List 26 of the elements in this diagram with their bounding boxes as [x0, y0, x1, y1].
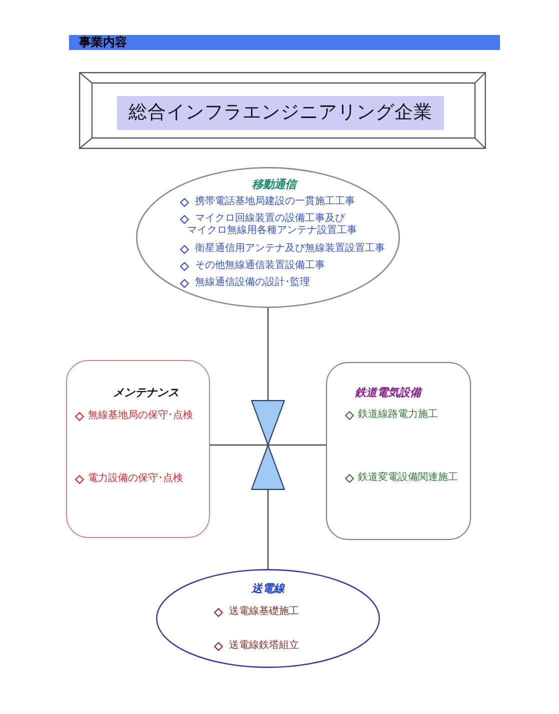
category-heading: メンテナンス: [113, 387, 179, 399]
service-item: マイクロ回線装置の設備工事及びマイクロ無線用各種アンテナ設置工事: [187, 213, 357, 237]
service-item: 送電線鉄塔組立: [229, 640, 299, 652]
category-ellipse: [136, 167, 400, 308]
service-item: 衛星通信用アンテナ及び無線装置設置工事: [195, 243, 385, 255]
category-ellipse: [156, 569, 380, 668]
section-header: 事業内容: [69, 35, 500, 50]
category-box: [326, 362, 471, 540]
connector-line: [267, 490, 269, 569]
category-box: [66, 360, 210, 538]
service-item: 鉄道変電設備関連施工: [358, 472, 458, 484]
category-heading: 送電線: [252, 583, 284, 595]
connector-line: [210, 444, 268, 446]
service-item: 無線通信設備の設計･監理: [195, 277, 310, 289]
connector-line: [268, 444, 326, 446]
service-item: その他無線通信装置設備工事: [195, 260, 325, 272]
service-item: 無線基地局の保守･点検: [88, 410, 193, 422]
service-item: 電力設備の保守･点検: [88, 473, 183, 485]
category-heading: 移動通信: [252, 179, 296, 191]
title-banner: 総合インフラエンジニアリング企業: [117, 96, 444, 130]
connector-line: [267, 308, 269, 400]
service-item: 携帯電話基地局建設の一貫施工工事: [195, 196, 355, 208]
category-heading: 鉄道電気設備: [355, 387, 421, 399]
hourglass-symbol: [251, 400, 285, 490]
service-item: 送電線基礎施工: [229, 606, 299, 618]
service-item: 鉄道線路電力施工: [358, 409, 438, 421]
